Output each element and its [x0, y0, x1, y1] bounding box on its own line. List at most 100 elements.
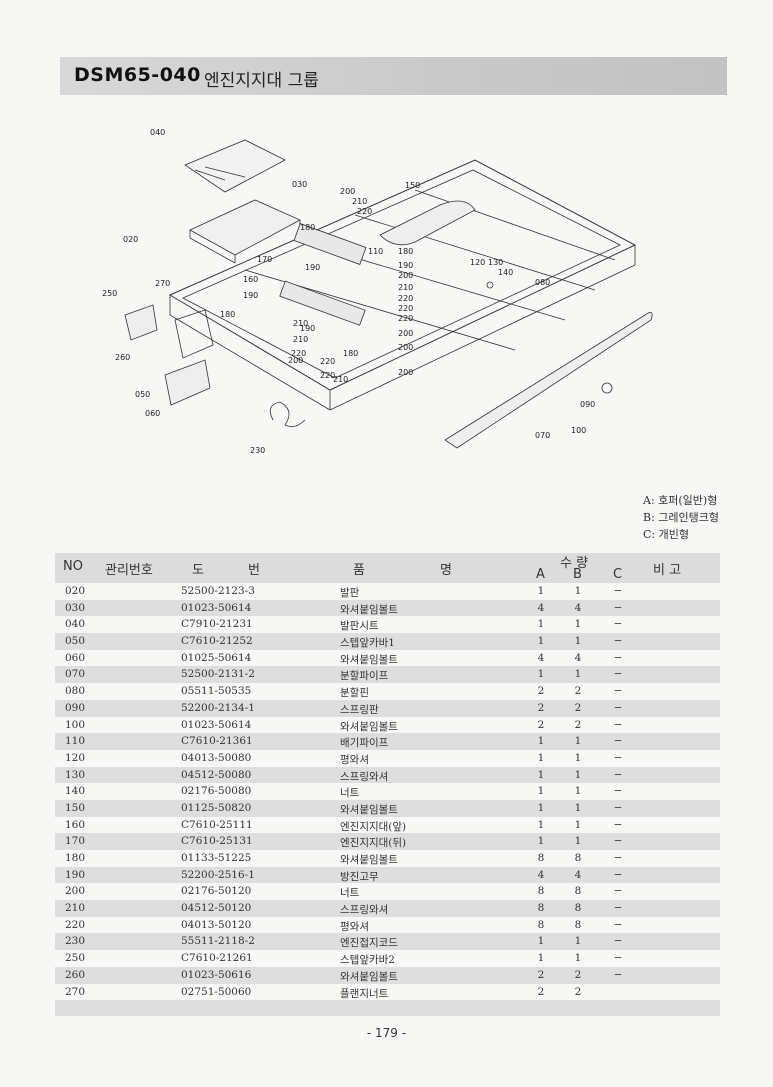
callout-label: 160 [243, 275, 258, 284]
part-no: 170 [65, 835, 86, 848]
qty-b: 8 [574, 902, 582, 915]
group-title: 엔진지지대 그룹 [204, 71, 319, 91]
callout-label: 180 [398, 247, 413, 256]
qty-c: − [613, 618, 623, 631]
qty-b: 2 [574, 985, 582, 998]
drawing-no: 01125-50820 [181, 801, 252, 814]
callout-label: 060 [145, 409, 160, 418]
qty-a: 8 [537, 918, 545, 931]
drawing-no: C7910-21231 [181, 618, 253, 631]
part-name: 스텝앞카바1 [340, 637, 395, 650]
part-name: 플랜지너트 [340, 987, 389, 1000]
part-no: 050 [65, 635, 86, 648]
qty-c: − [613, 952, 623, 965]
part-name: 엔진지지대(앞) [340, 820, 407, 833]
table-footer-band [55, 1000, 720, 1017]
qty-a: 4 [537, 651, 545, 664]
drawing-no: 02176-50120 [181, 885, 252, 898]
drawing-no: 52200-2516-1 [181, 868, 255, 881]
part-no: 030 [65, 601, 86, 614]
table-header: NO 관리번호 도 번 품 명 수 량 A B C 비 고 [55, 553, 720, 583]
callout-label: 200 [398, 343, 413, 352]
drawing-no: C7610-25111 [181, 818, 253, 831]
header-qty-c: C [613, 567, 623, 582]
part-name: 와셔붙임볼트 [340, 653, 398, 666]
drawing-no: 01023-50614 [181, 601, 252, 614]
callout-label: 040 [150, 128, 165, 137]
qty-c: − [613, 785, 623, 798]
drawing-no: 01023-50616 [181, 968, 252, 981]
part-name: 엔진지지대(뒤) [340, 837, 407, 850]
part-no: 120 [65, 751, 86, 764]
qty-c: − [613, 651, 623, 664]
callout-label: 090 [580, 400, 595, 409]
part-name: 분할핀 [340, 687, 369, 700]
qty-b: 8 [574, 852, 582, 864]
qty-a: 1 [537, 818, 545, 831]
qty-a: 8 [537, 885, 545, 898]
callout-label: 190 [398, 261, 413, 270]
callout-label: 180 [220, 310, 235, 319]
part-no: 020 [65, 585, 86, 597]
callout-label: 230 [250, 446, 265, 455]
header-qty-b: B [573, 567, 582, 582]
legend-item-c: C: 개빈형 [643, 528, 689, 541]
drawing-no: 04013-50080 [181, 751, 252, 764]
part-name: 너트 [340, 887, 360, 900]
callout-label: 110 [368, 247, 383, 256]
qty-a: 1 [537, 635, 545, 648]
qty-b: 1 [574, 952, 582, 965]
part-no: 210 [65, 902, 86, 915]
header-drawing-2: 번 [248, 563, 260, 578]
part-name: 와셔붙임볼트 [340, 720, 398, 733]
part-no: 090 [65, 701, 86, 714]
callout-label: 070 [535, 431, 550, 440]
qty-a: 2 [537, 701, 545, 714]
qty-a: 1 [537, 952, 545, 965]
qty-b: 8 [574, 885, 582, 898]
qty-c: − [613, 868, 623, 881]
part-name: 스텝앞카바2 [340, 954, 395, 967]
callout-label: 250 [102, 289, 117, 298]
qty-b: 4 [574, 601, 582, 614]
qty-a: 1 [537, 785, 545, 798]
qty-a: 2 [537, 985, 545, 998]
qty-a: 4 [537, 868, 545, 881]
qty-b: 4 [574, 868, 582, 881]
qty-b: 1 [574, 801, 582, 814]
callout-label: 050 [135, 390, 150, 399]
qty-b: 1 [574, 818, 582, 831]
callout-label: 260 [115, 353, 130, 362]
header-drawing-1: 도 [192, 563, 204, 578]
qty-a: 1 [537, 668, 545, 681]
qty-a: 8 [537, 852, 545, 864]
header-qty-a: A [536, 567, 545, 582]
drawing-no: 52200-2134-1 [181, 701, 255, 714]
part-name: 발판 [340, 587, 360, 599]
callout-label: 210 [293, 335, 308, 344]
qty-a: 1 [537, 935, 545, 948]
header-no: NO [63, 559, 83, 574]
drawing-no: 04013-50120 [181, 918, 252, 931]
qty-c: − [613, 685, 623, 698]
part-no: 200 [65, 885, 86, 898]
part-no: 140 [65, 785, 86, 798]
drawing-no: 55511-2118-2 [181, 935, 255, 948]
qty-c: − [613, 751, 623, 764]
drawing-no: C7610-21361 [181, 735, 253, 748]
qty-c: − [613, 968, 623, 981]
qty-b: 8 [574, 918, 582, 931]
part-name: 엔진접지코드 [340, 937, 398, 950]
